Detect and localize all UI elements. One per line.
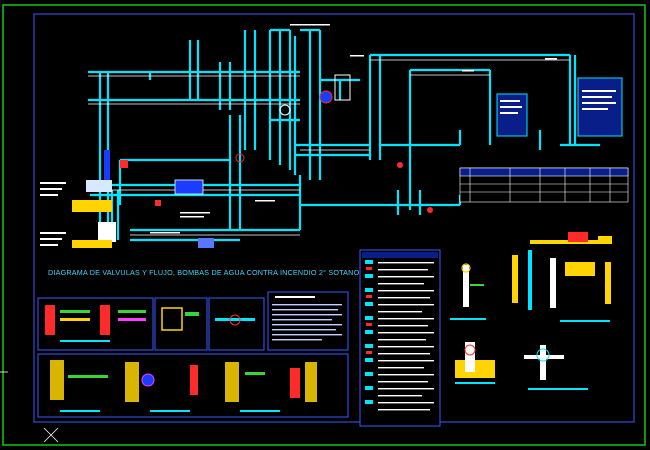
tank-2 bbox=[577, 77, 623, 137]
legend-panel bbox=[359, 249, 441, 427]
ucs-crosshair bbox=[0, 371, 59, 443]
outer-frame bbox=[2, 4, 646, 446]
valves bbox=[72, 74, 433, 248]
detail-drawings-right bbox=[450, 232, 612, 390]
piping-secondary bbox=[88, 59, 570, 236]
schedule-table bbox=[459, 167, 629, 203]
drawing-title: DIAGRAMA DE VALVULAS Y FLUJO, BOMBAS DE … bbox=[48, 268, 360, 277]
notes-box bbox=[267, 291, 349, 351]
inner-frame bbox=[33, 13, 635, 423]
detail-drawings bbox=[45, 305, 317, 412]
annotation-ticks bbox=[40, 24, 557, 246]
